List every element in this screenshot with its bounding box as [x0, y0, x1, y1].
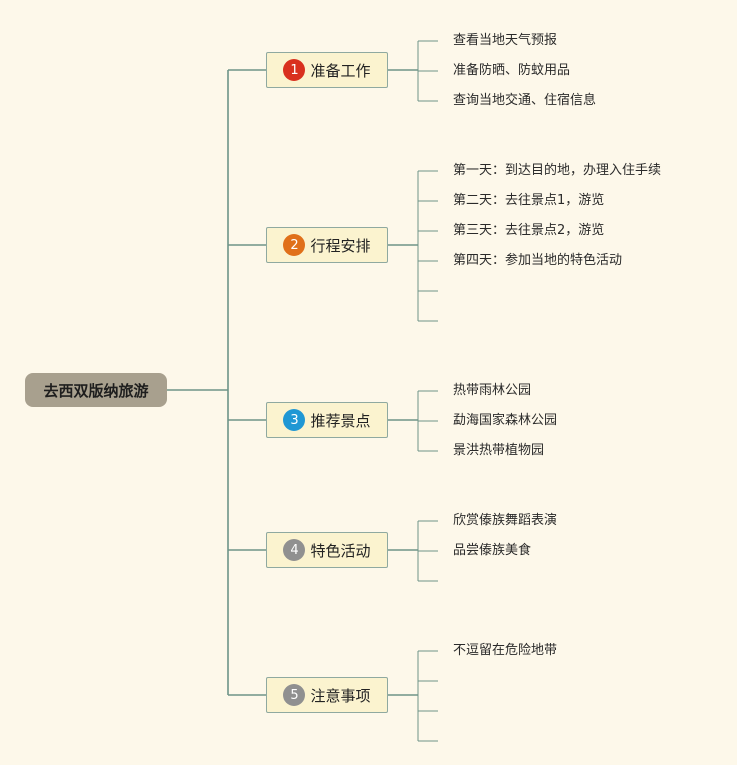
- leaf-topic[interactable]: 不逗留在危险地带: [453, 643, 558, 658]
- root-topic[interactable]: 去西双版纳旅游: [25, 373, 167, 407]
- number-badge-icon: 4: [283, 539, 306, 561]
- leaf-topic[interactable]: 第一天：到达目的地，办理入住手续: [453, 163, 662, 178]
- leaf-topic[interactable]: 查看当地天气预报: [453, 33, 558, 48]
- branch-topic-label: 注意事项: [310, 686, 371, 705]
- branch-topic-label: 推荐景点: [310, 411, 371, 430]
- leaf-topic[interactable]: 景洪热带植物园: [453, 443, 545, 458]
- branch-topic-1[interactable]: 1 准备工作: [266, 52, 388, 88]
- leaf-topic[interactable]: 勐海国家森林公园: [453, 413, 558, 428]
- leaf-topic[interactable]: 第三天：去往景点2，游览: [453, 223, 605, 238]
- number-badge-icon: 5: [283, 684, 306, 706]
- branch-topic-label: 特色活动: [310, 541, 371, 560]
- number-badge-icon: 2: [283, 234, 306, 256]
- branch-topic-2[interactable]: 2 行程安排: [266, 227, 388, 263]
- leaf-topic[interactable]: 查询当地交通、住宿信息: [453, 93, 597, 108]
- branch-topic-label: 行程安排: [310, 236, 371, 255]
- leaf-topic[interactable]: 准备防晒、防蚊用品: [453, 63, 571, 78]
- leaf-topic[interactable]: 欣赏傣族舞蹈表演: [453, 513, 558, 528]
- root-topic-label: 去西双版纳旅游: [43, 381, 149, 400]
- branch-topic-label: 准备工作: [310, 61, 371, 80]
- leaf-topic[interactable]: 品尝傣族美食: [453, 543, 532, 558]
- number-badge-icon: 3: [283, 409, 306, 431]
- number-badge-icon: 1: [283, 59, 306, 81]
- branch-topic-4[interactable]: 4 特色活动: [266, 532, 388, 568]
- leaf-topic[interactable]: 第四天：参加当地的特色活动: [453, 253, 623, 268]
- branch-topic-5[interactable]: 5 注意事项: [266, 677, 388, 713]
- leaf-topic[interactable]: 第二天：去往景点1，游览: [453, 193, 605, 208]
- leaf-topic[interactable]: 热带雨林公园: [453, 383, 532, 398]
- branch-topic-3[interactable]: 3 推荐景点: [266, 402, 388, 438]
